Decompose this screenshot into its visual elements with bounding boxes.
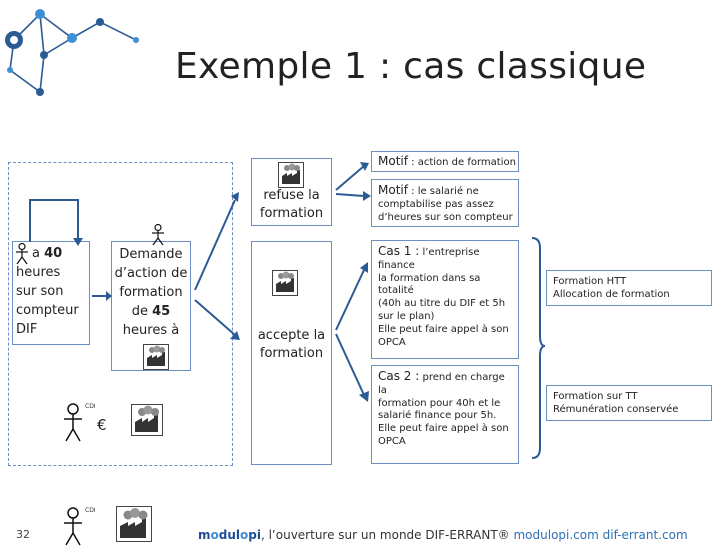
factory-icon: [131, 404, 163, 436]
refuse-line-2: formation: [259, 206, 324, 221]
demande-line-5: heures à: [122, 323, 180, 338]
case-2-line-0: Cas 2 : prend en charge la: [378, 369, 505, 396]
employee-line-5: DIF: [16, 322, 38, 337]
demande-box: Demande d’action de formation de 45 heur…: [111, 241, 191, 371]
accepte-line-2: formation: [259, 346, 324, 361]
refuse-box: refuse la formation: [251, 158, 332, 226]
arrows-accepte-to-cases: [335, 262, 369, 402]
demande-hours: 45: [152, 304, 171, 319]
case-2-line-4: OPCA: [378, 435, 406, 447]
stick-figure-icon: [16, 242, 28, 265]
euro-symbol: €: [97, 416, 107, 434]
demande-line-2: d’action de: [114, 266, 188, 281]
result-htt-box: Formation HTT Allocation de formation: [546, 270, 712, 306]
accepte-line-1: accepte la: [257, 328, 326, 343]
employee-line-2: heures: [16, 265, 61, 280]
cdi-employee-icon: [64, 403, 82, 442]
case-1-label: Cas 1 :: [378, 244, 420, 258]
case-1-line-2: (40h au titre du DIF et 5h: [378, 298, 506, 310]
demande-line-4: de 45: [131, 304, 171, 319]
case-2-line-2: salarié finance pour 5h.: [378, 410, 497, 422]
arrows-demande-to-decisions: [194, 192, 240, 340]
footer-link-modulopi[interactable]: modulopi.com: [513, 528, 599, 542]
case-2-label: Cas 2 :: [378, 369, 420, 383]
case-1-line-3: sur le plan): [378, 310, 435, 322]
arrows-refuse-to-motifs: [335, 162, 371, 201]
case-2-line-1: formation pour 40h et le: [378, 397, 501, 409]
stick-figure-icon: [152, 223, 164, 246]
motif-hours-box: Motif : le salarié ne comptabilise pas a…: [371, 179, 519, 227]
footer-tagline: , l’ouverture sur un monde DIF-ERRANT®: [260, 528, 514, 542]
case-2-line-3: Elle peut faire appel à son: [378, 423, 509, 435]
page-number: 32: [16, 528, 30, 541]
case-1-line-4: Elle peut faire appel à son: [378, 323, 509, 335]
footer-brand: modulopi: [198, 528, 261, 542]
molecule-logo: [5, 9, 139, 96]
motif-text: : action de formation: [407, 157, 516, 168]
result-tt-box: Formation sur TT Rémunération conservée: [546, 385, 712, 421]
brace-cases-left: [531, 237, 546, 459]
loop-arrow: [29, 199, 83, 246]
case-1-line-5: OPCA: [378, 336, 406, 348]
demande-line-3: formation: [119, 285, 183, 300]
result-tt-line-2: Rémunération conservée: [553, 404, 679, 415]
cdi-employee-icon: [64, 507, 82, 546]
cdi-label: CDI: [85, 507, 96, 514]
motif-action-box: Motif : action de formation: [371, 151, 519, 172]
factory-icon: [116, 506, 152, 542]
footer-link-diferrant[interactable]: dif-errant.com: [602, 528, 688, 542]
motif-label: Motif: [378, 154, 408, 168]
factory-icon: [143, 344, 169, 370]
employee-hours: 40: [44, 246, 63, 261]
refuse-line-1: refuse la: [263, 188, 320, 203]
result-htt-line-2: Allocation de formation: [553, 289, 670, 300]
employee-box: a 40 heures sur son compteur DIF: [12, 241, 90, 345]
factory-icon: [272, 270, 298, 296]
case-1-line-1: la formation dans sa totalité: [378, 272, 481, 297]
result-htt-line-1: Formation HTT: [553, 276, 627, 287]
employee-line-1: a 40: [32, 246, 63, 261]
footer-text: modulopi, l’ouverture sur un monde DIF-E…: [198, 528, 688, 542]
case-1-box: Cas 1 : l’entreprise finance la formatio…: [371, 240, 519, 359]
employee-line-4: compteur: [16, 303, 79, 318]
motif-text: : le salarié ne comptabilise pas assez d…: [378, 186, 513, 223]
slide-title: Exemple 1 : cas classique: [175, 46, 647, 87]
case-2-box: Cas 2 : prend en charge la formation pou…: [371, 365, 519, 464]
arrow-employee-to-demande: [92, 291, 112, 301]
demande-line-1: Demande: [119, 247, 183, 262]
cdi-label: CDI: [85, 403, 96, 410]
employee-line-3: sur son: [16, 284, 64, 299]
result-tt-line-1: Formation sur TT: [553, 391, 638, 402]
factory-icon: [278, 162, 304, 188]
employee-group-boundary: [8, 162, 233, 466]
motif-label: Motif: [378, 183, 408, 197]
case-1-line-0: Cas 1 : l’entreprise finance: [378, 244, 480, 271]
